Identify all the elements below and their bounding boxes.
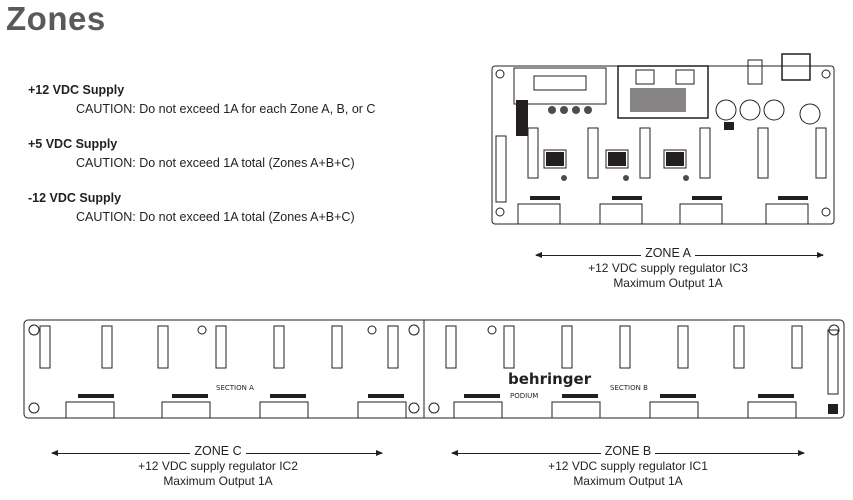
- zone-b-regulator: +12 VDC supply regulator IC1: [548, 459, 708, 473]
- behringer-logo: behringer: [508, 370, 592, 388]
- supply-caution: CAUTION: Do not exceed 1A total (Zones A…: [76, 156, 355, 170]
- zone-a-label: ZONE A +12 VDC supply regulator IC3 Maxi…: [560, 246, 776, 291]
- section-a-label: SECTION A: [216, 384, 254, 392]
- supply-heading: +12 VDC Supply: [28, 83, 125, 97]
- zone-c-max-output: Maximum Output 1A: [163, 474, 273, 488]
- supply-5v: +5 VDC Supply CAUTION: Do not exceed 1A …: [28, 137, 355, 170]
- zone-c-title: ZONE C: [108, 444, 328, 459]
- zone-b-label: ZONE B +12 VDC supply regulator IC1 Maxi…: [518, 444, 738, 489]
- zone-b-title: ZONE B: [518, 444, 738, 459]
- zone-b-max-output: Maximum Output 1A: [573, 474, 683, 488]
- zone-a-title: ZONE A: [560, 246, 776, 261]
- supply-minus-12v: -12 VDC Supply CAUTION: Do not exceed 1A…: [28, 191, 355, 224]
- supply-12v: +12 VDC Supply CAUTION: Do not exceed 1A…: [28, 83, 375, 116]
- sections-board-diagram: SECTION A SECTION B behringer PODIUM: [23, 319, 845, 419]
- model-label: PODIUM: [510, 392, 538, 400]
- zone-a-max-output: Maximum Output 1A: [613, 276, 723, 290]
- supply-caution: CAUTION: Do not exceed 1A total (Zones A…: [76, 210, 355, 224]
- zone-c-regulator: +12 VDC supply regulator IC2: [138, 459, 298, 473]
- supply-caution: CAUTION: Do not exceed 1A for each Zone …: [76, 102, 376, 116]
- section-b-label: SECTION B: [610, 384, 648, 392]
- supply-heading: +5 VDC Supply: [28, 137, 118, 151]
- zone-a-board-diagram: [491, 53, 835, 225]
- zone-a-regulator: +12 VDC supply regulator IC3: [588, 261, 748, 275]
- zone-c-label: ZONE C +12 VDC supply regulator IC2 Maxi…: [108, 444, 328, 489]
- page-title: Zones: [6, 0, 106, 37]
- supply-heading: -12 VDC Supply: [28, 191, 122, 205]
